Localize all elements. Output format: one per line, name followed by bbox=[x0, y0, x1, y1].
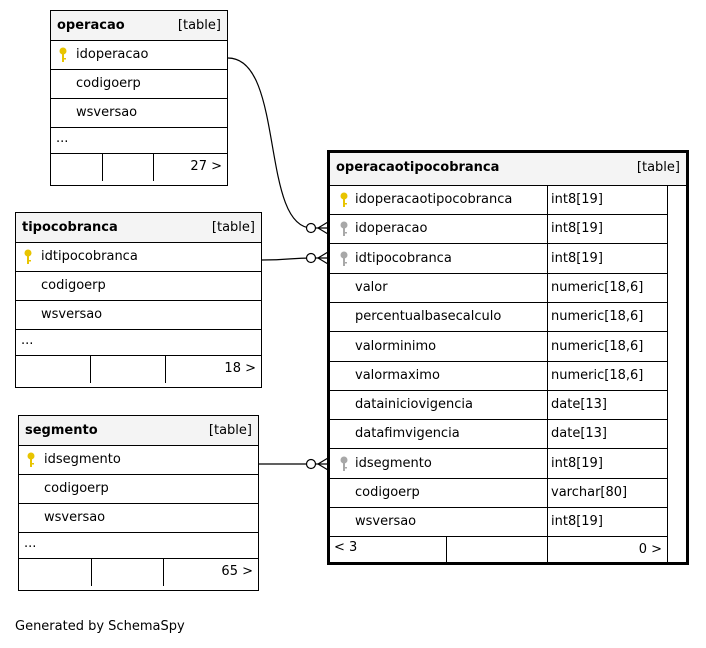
column-name: wsversao bbox=[76, 105, 138, 120]
table-header: operacaotipocobranca [table] bbox=[330, 153, 686, 186]
table-name[interactable]: operacao bbox=[57, 18, 125, 33]
parents-count[interactable]: < 3 bbox=[334, 540, 358, 555]
row-count[interactable]: 27 > bbox=[190, 159, 222, 174]
column-name: valorminimo bbox=[355, 338, 437, 354]
table-name[interactable]: segmento bbox=[25, 423, 98, 438]
column-name: idoperacao bbox=[355, 221, 428, 237]
column-row[interactable]: idoperacao bbox=[51, 41, 227, 70]
table-type: [table] bbox=[636, 160, 680, 175]
table-footer: 65 > bbox=[19, 559, 258, 586]
column-name: idsegmento bbox=[44, 452, 121, 467]
column-row[interactable]: codigoerp bbox=[51, 70, 227, 99]
column-row[interactable]: idoperacao int8[19] bbox=[330, 215, 667, 245]
column-type: varchar[80] bbox=[551, 485, 628, 500]
table-name[interactable]: tipocobranca bbox=[22, 220, 118, 235]
more-columns: ... bbox=[16, 330, 261, 356]
column-name: datafimvigencia bbox=[355, 426, 460, 442]
key-icon bbox=[338, 221, 350, 237]
column-row[interactable]: wsversao bbox=[19, 504, 258, 533]
key-icon bbox=[25, 452, 37, 468]
column-name: datainiciovigencia bbox=[355, 397, 473, 413]
more-columns: ... bbox=[51, 128, 227, 154]
key-icon bbox=[338, 192, 350, 208]
column-name: codigoerp bbox=[76, 76, 141, 91]
column-type: int8[19] bbox=[551, 514, 603, 530]
table-type: [table] bbox=[177, 18, 221, 33]
column-type: numeric[18,6] bbox=[551, 367, 644, 383]
column-name: wsversao bbox=[44, 510, 106, 525]
column-row[interactable]: codigoerp bbox=[16, 272, 261, 301]
table-footer: 18 > bbox=[16, 356, 261, 383]
column-name: wsversao bbox=[41, 307, 103, 322]
column-divider bbox=[547, 186, 548, 562]
column-type: date[13] bbox=[551, 426, 607, 442]
column-row[interactable]: valorminimo numeric[18,6] bbox=[330, 333, 667, 362]
column-type: int8[19] bbox=[551, 221, 603, 237]
generated-by-caption: Generated by SchemaSpy bbox=[15, 619, 185, 634]
column-row[interactable]: percentualbasecalculo numeric[18,6] bbox=[330, 303, 667, 333]
table-header: segmento [table] bbox=[19, 416, 258, 446]
column-row[interactable]: idsegmento int8[19] bbox=[330, 450, 667, 479]
table-operacao[interactable]: operacao [table] idoperacao codigoerp ws… bbox=[50, 10, 228, 186]
column-row[interactable]: valor numeric[18,6] bbox=[330, 274, 667, 303]
column-row[interactable]: codigoerp bbox=[19, 475, 258, 504]
row-count[interactable]: 18 > bbox=[224, 361, 256, 376]
table-type: [table] bbox=[208, 423, 252, 438]
column-name: percentualbasecalculo bbox=[355, 309, 502, 325]
column-type: numeric[18,6] bbox=[551, 309, 644, 325]
column-type: int8[19] bbox=[551, 455, 603, 471]
column-row[interactable]: wsversao int8[19] bbox=[330, 508, 667, 538]
column-name: codigoerp bbox=[41, 278, 106, 293]
key-icon bbox=[338, 456, 350, 472]
column-name: idoperacaotipocobranca bbox=[355, 192, 513, 207]
row-count[interactable]: 65 > bbox=[221, 564, 253, 579]
column-name: codigoerp bbox=[44, 481, 109, 496]
key-icon bbox=[57, 47, 69, 63]
table-footer: < 3 0 > bbox=[330, 537, 667, 563]
column-name: valormaximo bbox=[355, 367, 440, 383]
column-row[interactable]: wsversao bbox=[16, 301, 261, 330]
column-row[interactable]: idtipocobranca int8[19] bbox=[330, 245, 667, 274]
column-type: numeric[18,6] bbox=[551, 279, 644, 295]
column-type: date[13] bbox=[551, 397, 607, 413]
column-row[interactable]: idoperacaotipocobranca int8[19] bbox=[330, 186, 667, 215]
column-name: wsversao bbox=[355, 514, 417, 530]
column-type: int8[19] bbox=[551, 192, 603, 207]
more-columns: ... bbox=[19, 533, 258, 559]
table-tipocobranca[interactable]: tipocobranca [table] idtipocobranca codi… bbox=[15, 212, 262, 388]
column-type: int8[19] bbox=[551, 250, 603, 266]
column-name: valor bbox=[355, 279, 388, 295]
column-row[interactable]: idtipocobranca bbox=[16, 243, 261, 272]
key-icon bbox=[22, 249, 34, 265]
column-row[interactable]: wsversao bbox=[51, 99, 227, 128]
column-type: numeric[18,6] bbox=[551, 338, 644, 354]
table-segmento[interactable]: segmento [table] idsegmento codigoerp ws… bbox=[18, 415, 259, 591]
table-name[interactable]: operacaotipocobranca bbox=[336, 160, 500, 175]
column-name: idsegmento bbox=[355, 455, 432, 471]
key-icon bbox=[338, 251, 350, 267]
table-footer: 27 > bbox=[51, 154, 227, 181]
table-margin-divider bbox=[667, 186, 668, 562]
column-row[interactable]: valormaximo numeric[18,6] bbox=[330, 362, 667, 391]
column-row[interactable]: datainiciovigencia date[13] bbox=[330, 391, 667, 421]
table-header: operacao [table] bbox=[51, 11, 227, 41]
table-header: tipocobranca [table] bbox=[16, 213, 261, 243]
table-operacaotipocobranca[interactable]: operacaotipocobranca [table] idoperacaot… bbox=[327, 150, 689, 565]
column-row[interactable]: datafimvigencia date[13] bbox=[330, 420, 667, 450]
column-name: idtipocobranca bbox=[355, 250, 452, 266]
column-row[interactable]: idsegmento bbox=[19, 446, 258, 475]
relation-operacao bbox=[227, 57, 328, 229]
column-name: idoperacao bbox=[76, 47, 149, 62]
table-type: [table] bbox=[211, 220, 255, 235]
column-name: idtipocobranca bbox=[41, 249, 138, 264]
column-name: codigoerp bbox=[355, 485, 420, 500]
column-row[interactable]: codigoerp varchar[80] bbox=[330, 479, 667, 508]
row-count[interactable]: 0 > bbox=[638, 542, 662, 557]
